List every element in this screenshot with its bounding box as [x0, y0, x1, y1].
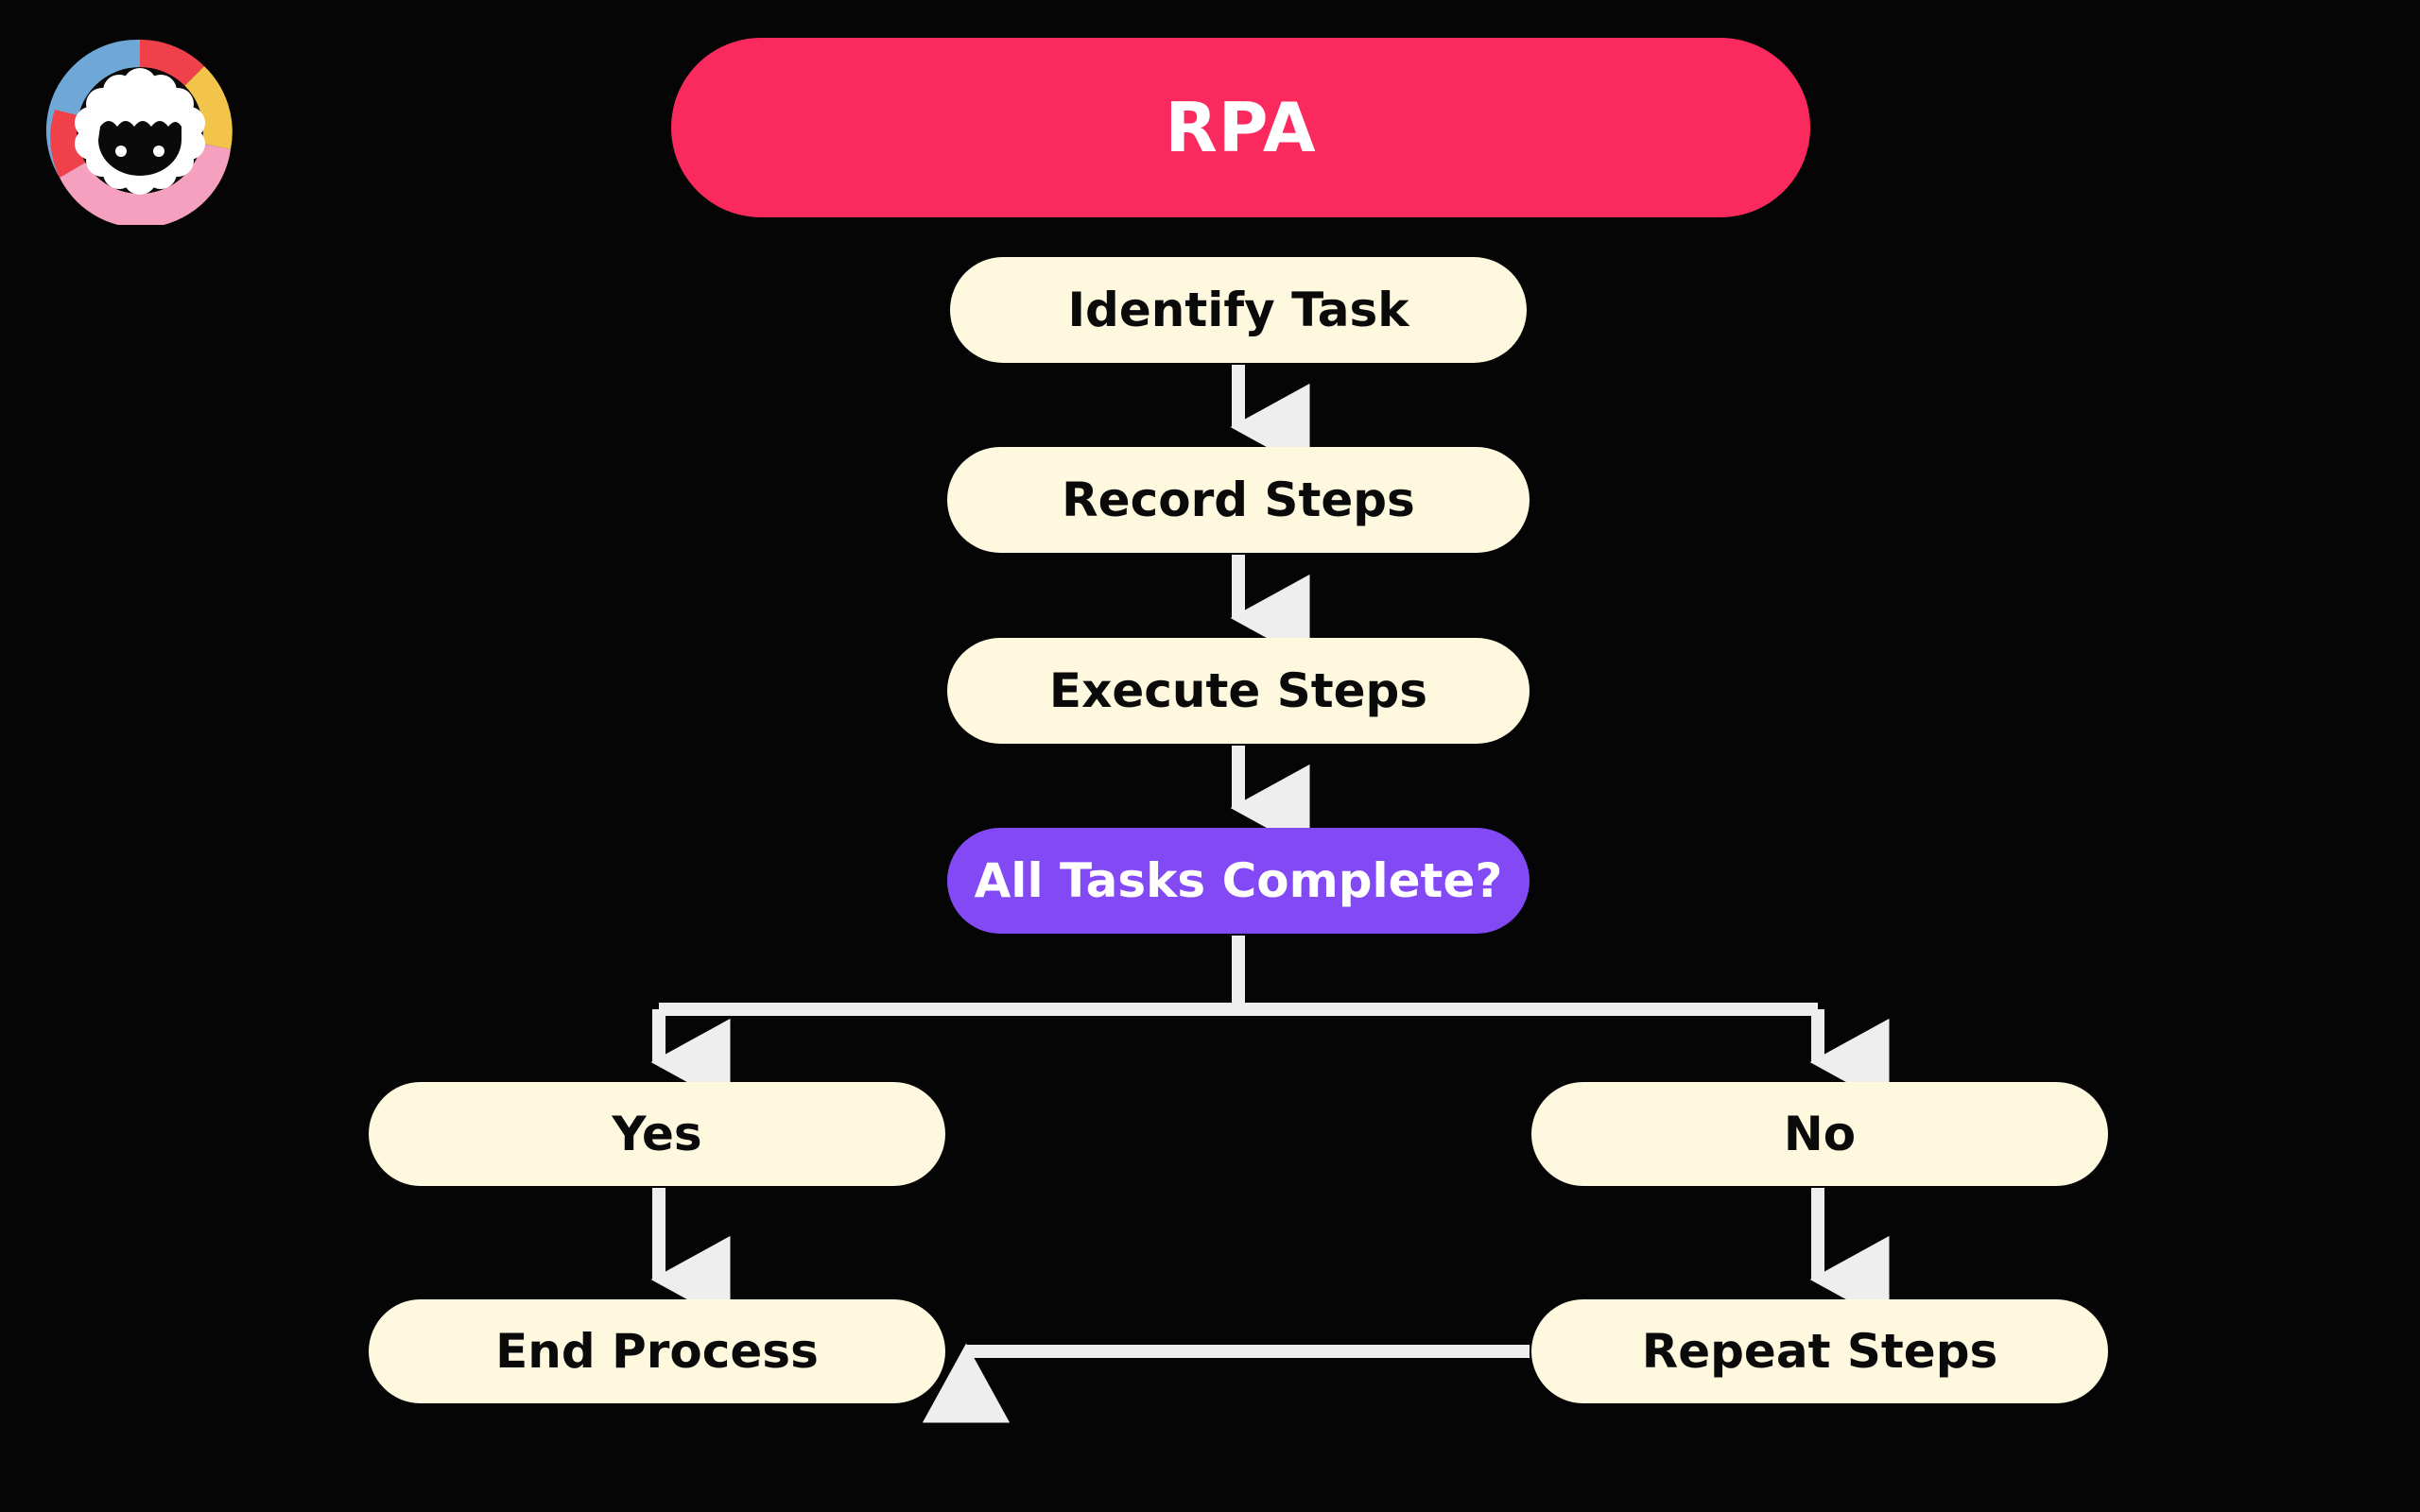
node-all-tasks-complete[interactable]: All Tasks Complete? — [947, 828, 1530, 934]
sheep-logo-icon — [45, 39, 233, 229]
node-yes[interactable]: Yes — [369, 1082, 945, 1186]
node-end-process-label: End Process — [495, 1324, 819, 1379]
flowchart-title-node[interactable]: RPA — [671, 38, 1810, 217]
sheep-logo[interactable] — [45, 36, 234, 229]
node-record-steps-label: Record Steps — [1062, 472, 1415, 527]
node-record-steps[interactable]: Record Steps — [947, 447, 1530, 553]
node-repeat-steps-label: Repeat Steps — [1641, 1324, 1998, 1379]
node-end-process[interactable]: End Process — [369, 1299, 945, 1403]
node-no[interactable]: No — [1531, 1082, 2108, 1186]
node-identify-task[interactable]: Identify Task — [950, 257, 1527, 363]
node-yes-label: Yes — [612, 1107, 702, 1161]
node-execute-steps-label: Execute Steps — [1048, 663, 1428, 718]
node-no-label: No — [1783, 1107, 1857, 1161]
flowchart-title-label: RPA — [1165, 88, 1317, 167]
node-repeat-steps[interactable]: Repeat Steps — [1531, 1299, 2108, 1403]
node-all-tasks-complete-label: All Tasks Complete? — [974, 853, 1503, 908]
node-execute-steps[interactable]: Execute Steps — [947, 638, 1530, 744]
node-identify-task-label: Identify Task — [1067, 283, 1409, 337]
